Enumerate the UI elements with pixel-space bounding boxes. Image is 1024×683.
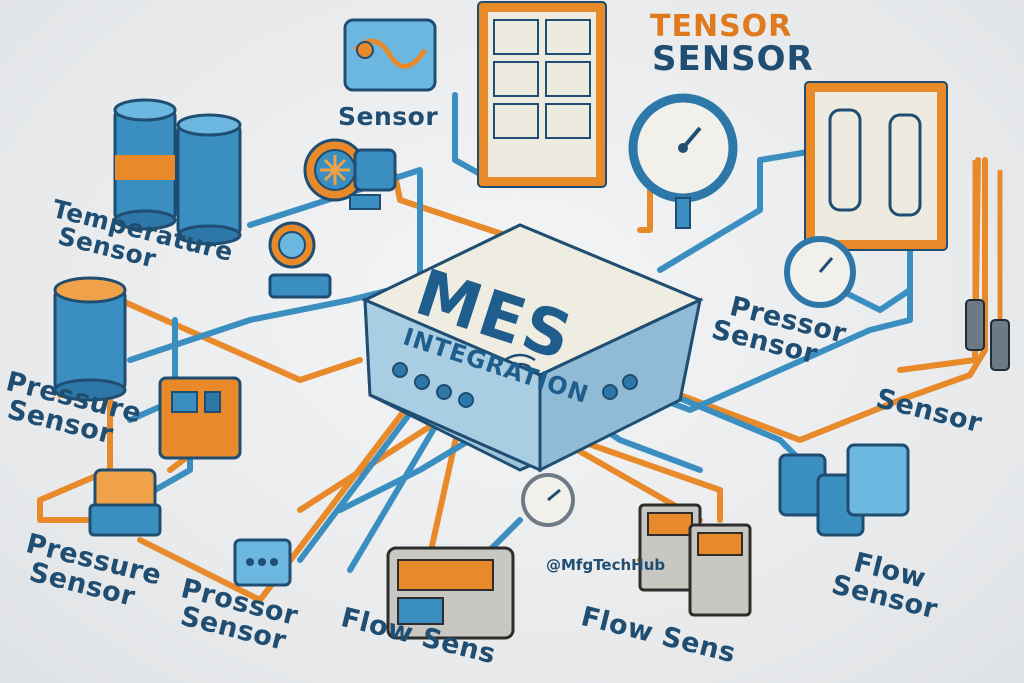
valve-icon <box>268 221 332 299</box>
barrel-icon <box>53 276 127 402</box>
valve-icon <box>778 443 910 537</box>
probe-icon <box>965 160 1010 371</box>
handle-text: @MfgTechHub <box>546 556 666 574</box>
barrel-icon <box>113 98 242 246</box>
control-panel-icon <box>804 81 948 251</box>
label-tensor-sensor: TENSOR SENSOR <box>650 9 814 79</box>
label-sensor-top: Sensor <box>338 102 439 131</box>
plc-icon <box>158 376 242 460</box>
gauge-icon <box>628 93 738 229</box>
turbine-icon <box>303 138 397 210</box>
plc-icon <box>88 468 162 537</box>
sensor-box-icon <box>233 538 292 587</box>
plc-icon <box>386 546 515 640</box>
mes-hub <box>361 223 704 473</box>
sensor-box-icon <box>343 18 437 92</box>
wifi-icon <box>504 353 536 369</box>
gauge-icon <box>784 236 856 308</box>
plc-icon <box>638 503 752 617</box>
control-panel-icon <box>477 1 607 188</box>
gauge-icon <box>521 473 575 527</box>
